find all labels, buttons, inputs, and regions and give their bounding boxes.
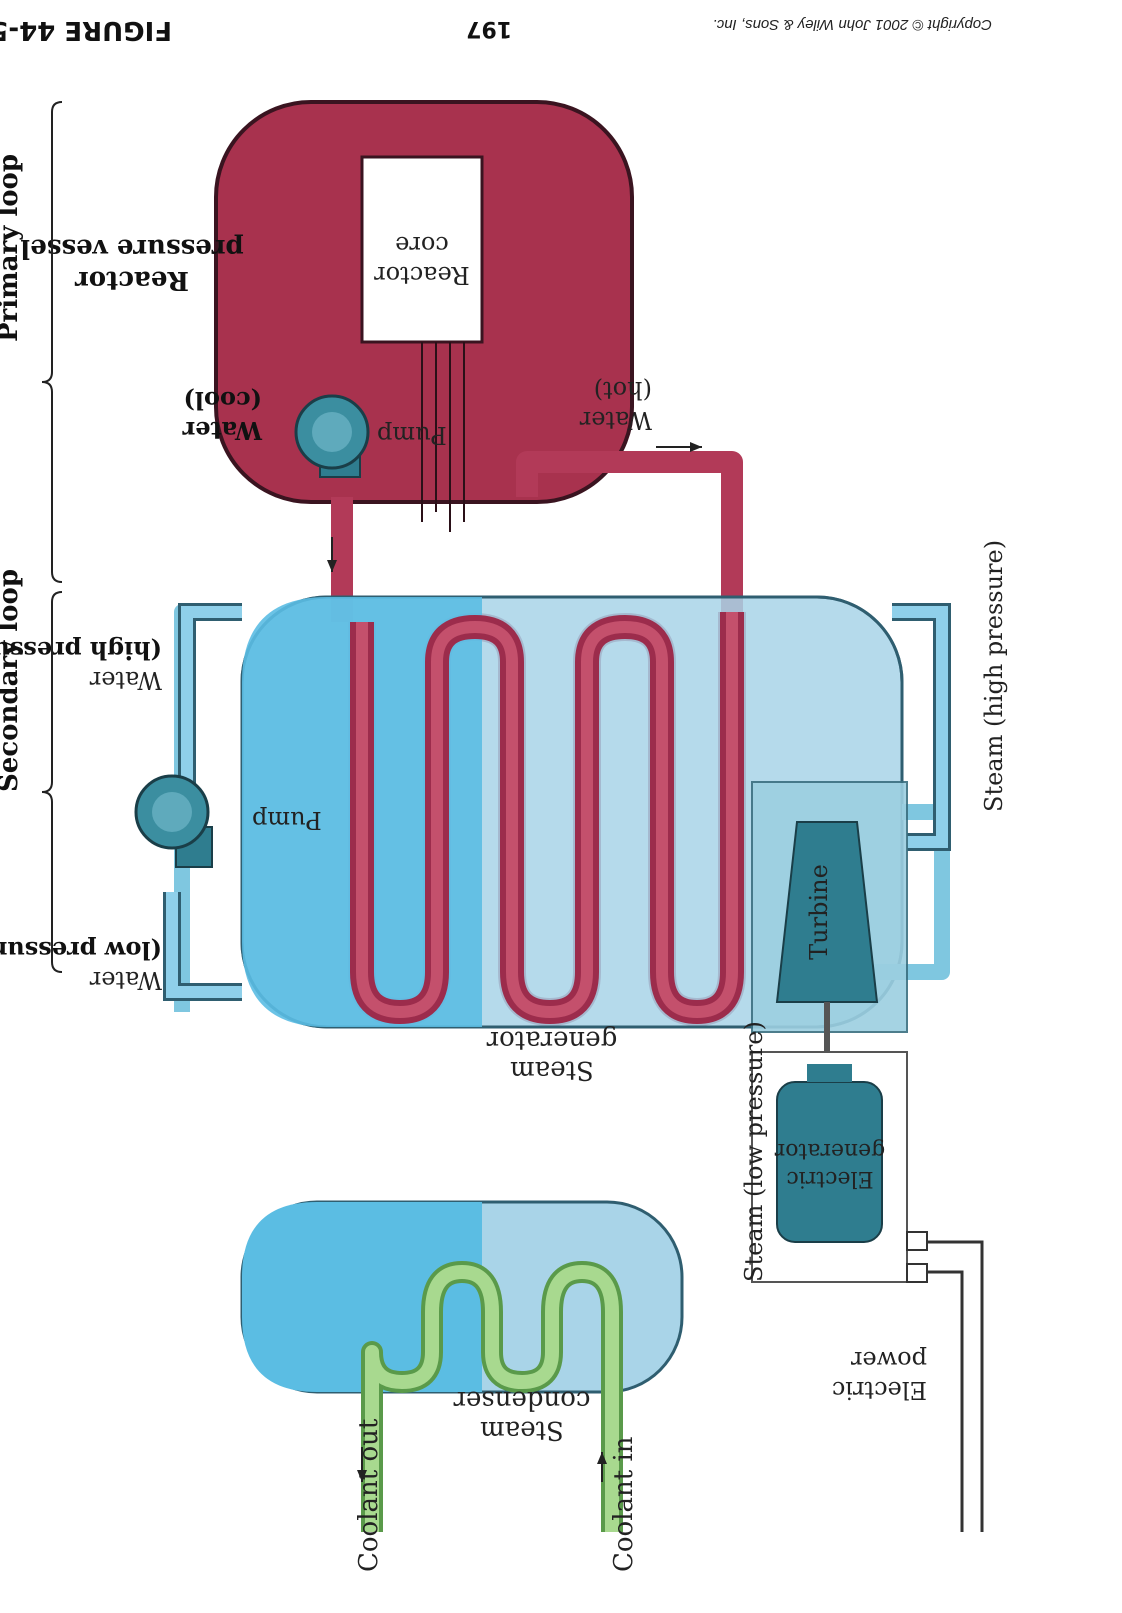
- turbine-label: Turbine: [805, 864, 833, 960]
- steam-generator-label-1: Steam: [510, 1055, 594, 1085]
- reactor-vessel-label-2: pressure vessel: [20, 233, 243, 263]
- water-cool-label-1: Water: [182, 416, 263, 445]
- steam-high-pressure-pipe: [892, 603, 951, 851]
- control-rods: [421, 342, 465, 532]
- steam-condenser-tank: [237, 877, 682, 1062]
- water-hot-label-1: Water: [579, 406, 652, 434]
- turbine: [775, 821, 879, 1052]
- steam-condenser-label-2: condenser: [453, 1385, 590, 1415]
- copyright-text: Copyright © 2001 John Wiley & Sons, Inc.: [713, 16, 992, 33]
- water-hot-label-2: (hot): [594, 376, 652, 404]
- primary-loop-label: Primary loop: [0, 154, 24, 342]
- electric-power-lines: [906, 1231, 984, 1532]
- reactor-vessel-label-1: Reactor: [75, 265, 189, 295]
- water-high-label-2: (high pressure): [0, 636, 162, 665]
- water-high-label-1: Water: [89, 666, 162, 694]
- water-low-label-2: (low pressure): [0, 936, 162, 965]
- electric-generator: [776, 1064, 883, 1243]
- secondary-pump: [134, 774, 213, 868]
- reactor-core-label-1: Reactor: [374, 261, 470, 289]
- coolant-in-label: Coolant in: [609, 1436, 639, 1572]
- water-low-pressure-pipe: [163, 892, 242, 1001]
- page-header: FIGURE 44-5 197 Copyright © 2001 John Wi…: [0, 15, 992, 45]
- secondary-loop-label: Secondary loop: [0, 569, 24, 792]
- figure-number: FIGURE 44-5: [0, 15, 172, 45]
- primary-pump-label: Pump: [377, 421, 447, 449]
- condenser-coolant-coil: [361, 1261, 623, 1532]
- reactor-core-box: [360, 155, 484, 344]
- electric-power-label-2: power: [850, 1346, 927, 1374]
- steam-generator-label-2: generator: [486, 1025, 617, 1055]
- steam-condenser-label-1: Steam: [480, 1415, 564, 1445]
- coolant-out-label: Coolant out: [354, 1418, 384, 1572]
- steam-high-label: Steam (high pressure): [980, 540, 1008, 812]
- page-number: 197: [466, 16, 512, 41]
- electric-power-label-1: Electric: [832, 1376, 927, 1404]
- water-cool-label-2: (cool): [184, 386, 262, 415]
- water-low-label-1: Water: [89, 966, 162, 994]
- secondary-pump-label: Pump: [252, 806, 322, 834]
- primary-pump: [294, 394, 370, 478]
- steam-low-label: Steam (low pressure): [740, 1021, 768, 1282]
- reactor-core-label-2: core: [395, 231, 449, 259]
- loop-braces: [41, 101, 63, 973]
- electric-generator-label-1: Electric: [786, 1166, 873, 1191]
- electric-generator-label-2: generator: [774, 1138, 885, 1163]
